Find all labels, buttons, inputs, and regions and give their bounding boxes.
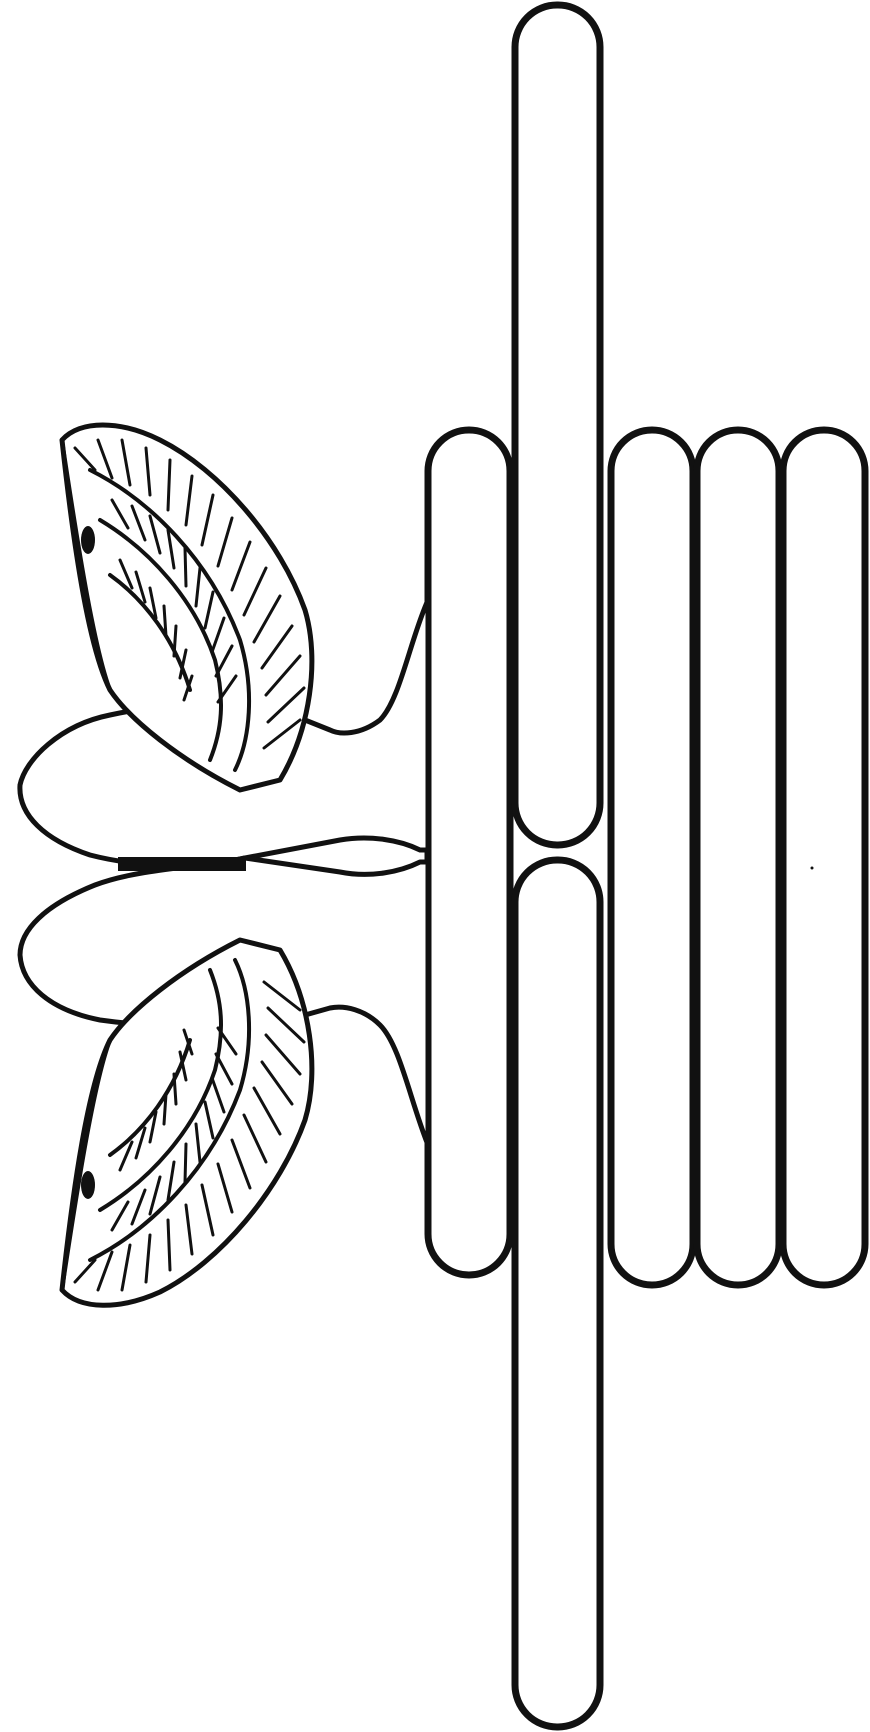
stem-band	[118, 857, 246, 871]
short-bar-3	[697, 430, 779, 1285]
short-bar-4	[783, 430, 865, 1285]
long-rod-lower	[515, 860, 600, 1727]
upper-wing-dot	[81, 526, 95, 554]
short-bar-2	[611, 430, 693, 1285]
lower-wing-dot	[81, 1171, 95, 1199]
long-rod-upper	[515, 5, 600, 845]
speck	[811, 867, 814, 870]
short-bar-1	[428, 430, 510, 1275]
